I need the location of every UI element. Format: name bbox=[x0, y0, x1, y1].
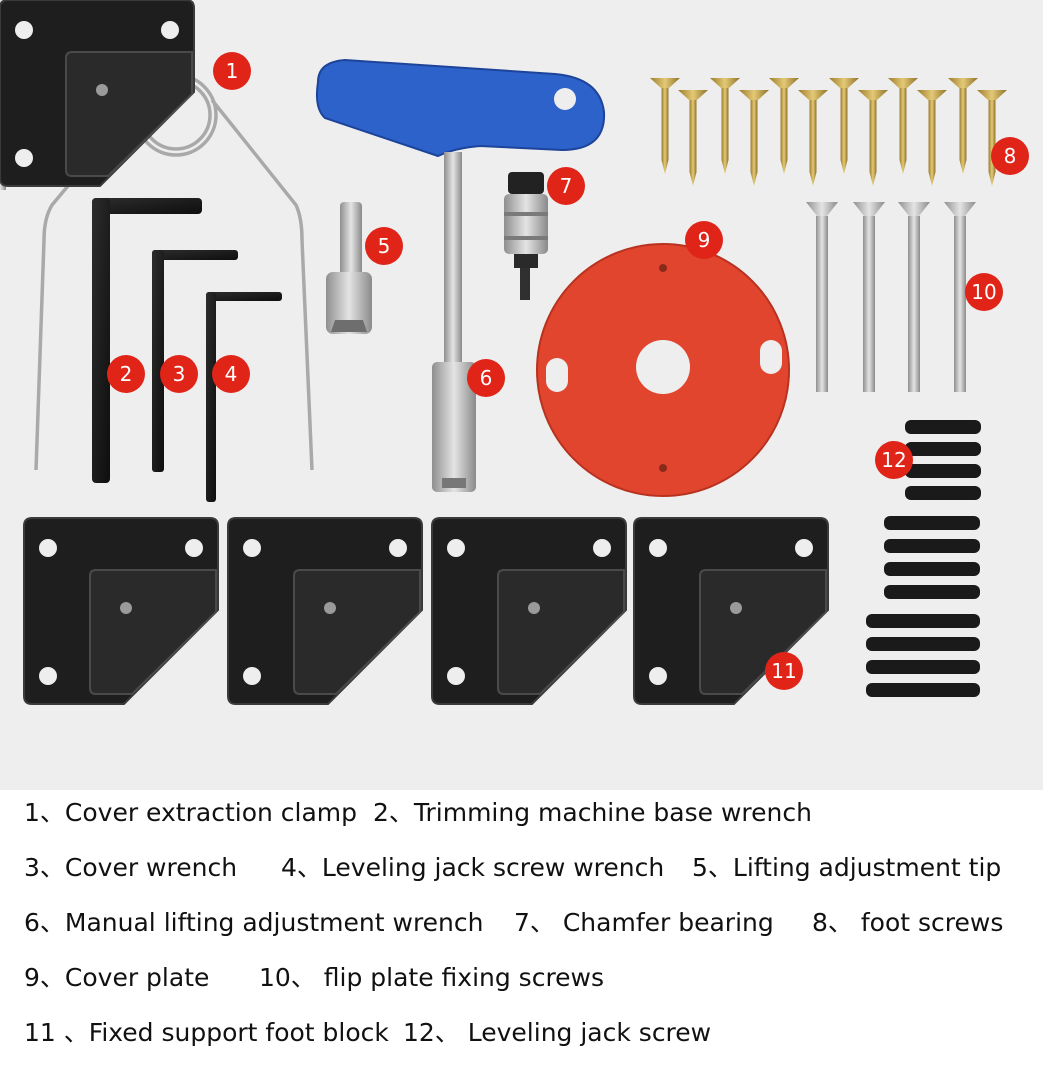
svg-text:6: 6 bbox=[480, 366, 493, 390]
leveling-jack-screws bbox=[866, 420, 981, 697]
lifting-adjustment-tip bbox=[326, 202, 372, 334]
legend-item-9: 9、Cover plate bbox=[24, 963, 210, 992]
legend-item-10: 10、 flip plate fixing screws bbox=[259, 963, 605, 992]
legend-item-8: 8、 foot screws bbox=[812, 908, 1004, 937]
svg-text:12: 12 bbox=[881, 448, 906, 472]
parts-legend: 1、Cover extraction clamp 2、Trimming mach… bbox=[0, 790, 1043, 1083]
badge-12: 12 bbox=[875, 441, 913, 479]
legend-item-4: 4、Leveling jack screw wrench bbox=[281, 853, 665, 882]
badge-3: 3 bbox=[160, 355, 198, 393]
badge-9: 9 bbox=[685, 221, 723, 259]
chamfer-bearing bbox=[504, 172, 548, 300]
svg-text:2: 2 bbox=[120, 362, 133, 386]
svg-text:3: 3 bbox=[173, 362, 186, 386]
hex-key-wrenches bbox=[92, 198, 282, 502]
manual-lifting-wrench bbox=[315, 58, 606, 492]
legend-item-6: 6、Manual lifting adjustment wrench bbox=[24, 908, 484, 937]
badge-1: 1 bbox=[213, 52, 251, 90]
svg-text:9: 9 bbox=[698, 228, 711, 252]
legend-item-12: 12、 Leveling jack screw bbox=[403, 1018, 712, 1047]
legend-item-3: 3、Cover wrench bbox=[24, 853, 238, 882]
svg-text:11: 11 bbox=[771, 659, 796, 683]
badge-5: 5 bbox=[365, 227, 403, 265]
legend-item-2: 2、Trimming machine base wrench bbox=[373, 798, 812, 827]
legend-item-5: 5、Lifting adjustment tip bbox=[692, 853, 1002, 882]
badge-2: 2 bbox=[107, 355, 145, 393]
legend-item-11: 11 、Fixed support foot block bbox=[24, 1018, 389, 1047]
badge-4: 4 bbox=[212, 355, 250, 393]
badge-6: 6 bbox=[467, 359, 505, 397]
badge-11: 11 bbox=[765, 652, 803, 690]
badge-7: 7 bbox=[547, 167, 585, 205]
svg-text:10: 10 bbox=[971, 280, 996, 304]
svg-text:5: 5 bbox=[378, 234, 391, 258]
badge-8: 8 bbox=[991, 137, 1029, 175]
legend-item-7: 7、 Chamfer bearing bbox=[514, 908, 774, 937]
legend-item-1: 1、Cover extraction clamp bbox=[24, 798, 358, 827]
badge-10: 10 bbox=[965, 273, 1003, 311]
tools-illustration: 1 2 3 4 5 6 7 8 9 10 11 12 bbox=[0, 0, 1029, 705]
cover-plate bbox=[536, 243, 790, 497]
product-photo: 1 2 3 4 5 6 7 8 9 10 11 12 bbox=[0, 0, 1043, 790]
svg-text:4: 4 bbox=[225, 362, 238, 386]
support-foot-blocks bbox=[0, 0, 829, 705]
svg-text:1: 1 bbox=[226, 59, 239, 83]
svg-text:7: 7 bbox=[560, 174, 573, 198]
svg-text:8: 8 bbox=[1004, 144, 1017, 168]
